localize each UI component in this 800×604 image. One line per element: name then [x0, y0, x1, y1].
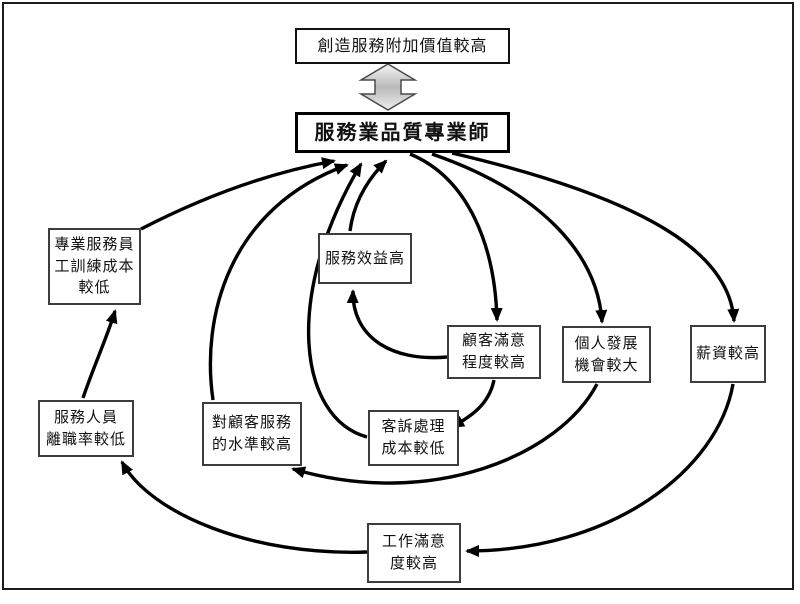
node-training-cost: 專業服務員 工訓練成本 較低	[48, 228, 141, 305]
node-salary: 薪資較高	[690, 325, 766, 383]
node-job-satisfaction: 工作滿意 度較高	[367, 523, 461, 583]
node-service-quality-professional: 服務業品質專業師	[295, 112, 510, 153]
node-customer-satisfaction: 顧客滿意 程度較高	[447, 325, 541, 379]
node-added-value: 創造服務附加價值較高	[295, 28, 510, 64]
node-personal-development: 個人發展 機會較大	[562, 326, 651, 383]
node-turnover-rate: 服務人員 離職率較低	[38, 400, 134, 457]
node-complaint-cost: 客訴處理 成本較低	[368, 410, 459, 466]
node-service-level: 對顧客服務 的水準較高	[202, 402, 302, 466]
node-service-benefit: 服務效益高	[318, 233, 412, 284]
